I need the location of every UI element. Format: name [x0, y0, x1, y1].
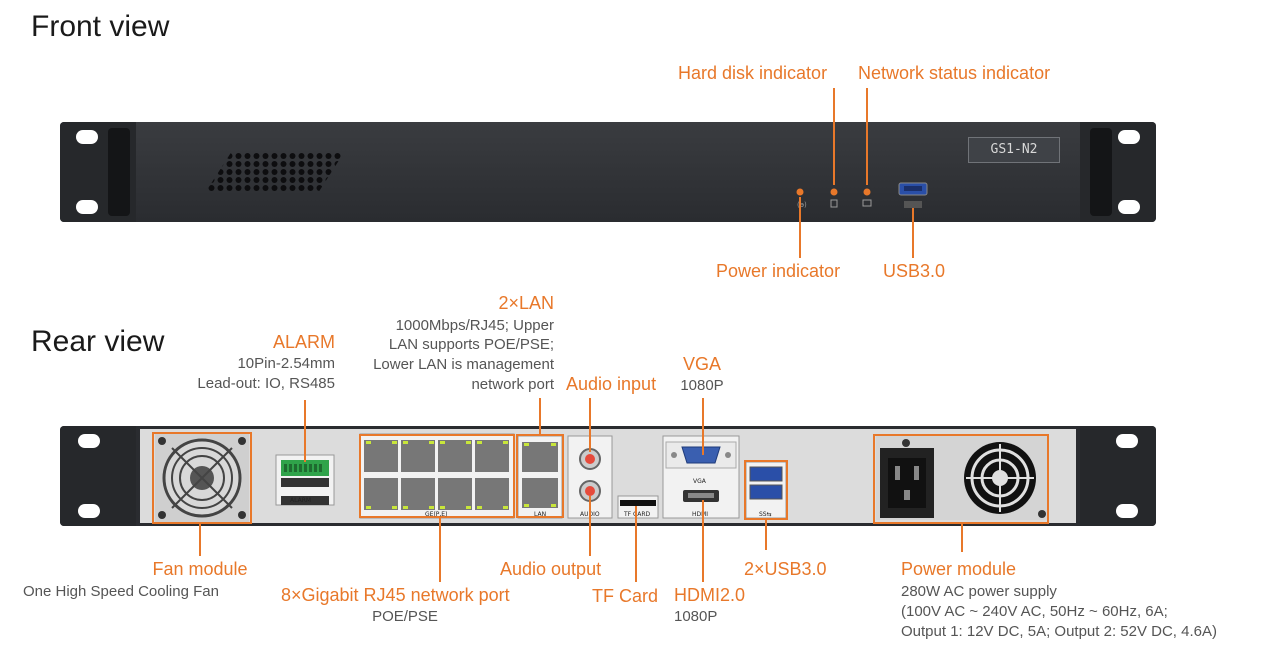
panel-text-hdmi: HDMI	[692, 511, 709, 518]
front-view-title: Front view	[31, 10, 170, 43]
usb-highlight	[744, 460, 788, 520]
panel-text-alarm: ALARM	[290, 497, 312, 504]
rj45-line-1: POE/PSE	[372, 608, 438, 625]
hard-disk-indicator-label: Hard disk indicator	[678, 63, 828, 83]
rear-right-ear	[1080, 426, 1156, 526]
power-indicator-label: Power indicator	[716, 261, 841, 281]
panel-text-ge: GE(P,E)	[425, 511, 448, 518]
panel-text-tf: TF CARD	[624, 511, 651, 518]
lan-line-4: network port	[471, 376, 554, 393]
panel-text-usb: SS⇆	[759, 511, 772, 518]
alarm-line-2: Lead-out: IO, RS485	[197, 375, 335, 392]
rear-usb-label: 2×USB3.0	[744, 559, 827, 579]
front-left-handle	[108, 128, 130, 216]
lan-line-2: LAN supports POE/PSE;	[388, 336, 554, 353]
power-module-line-2: (100V AC ~ 240V AC, 50Hz ~ 60Hz, 6A;	[901, 603, 1168, 620]
alarm-line-1: 10Pin-2.54mm	[237, 355, 335, 372]
fan-module-title: Fan module	[152, 559, 248, 579]
power-module-title: Power module	[901, 559, 1017, 579]
panel-text-lan: LAN	[534, 511, 547, 518]
power-module-line-3: Output 1: 12V DC, 5A; Output 2: 52V DC, …	[901, 623, 1217, 640]
alarm-title: ALARM	[272, 332, 335, 352]
fan-highlight	[152, 432, 252, 524]
front-usb-label: USB3.0	[883, 261, 946, 281]
rj45-highlight	[359, 434, 515, 518]
audio-output-label: Audio output	[500, 559, 602, 579]
power-highlight	[873, 434, 1049, 524]
svg-text:(ɵ): (ɵ)	[797, 201, 807, 209]
vga-title: VGA	[682, 354, 721, 374]
network-status-indicator-label: Network status indicator	[858, 63, 1051, 83]
rj45-title: 8×Gigabit RJ45 network port	[281, 585, 510, 605]
lan-line-3: Lower LAN is management	[373, 356, 554, 373]
hdmi-line-1: 1080P	[674, 608, 718, 625]
lan-title: 2×LAN	[498, 293, 554, 313]
hdmi-title: HDMI2.0	[674, 585, 746, 605]
model-plate: GS1-N2	[968, 137, 1060, 163]
fan-module-line-1: One High Speed Cooling Fan	[23, 583, 219, 600]
power-module-line-1: 280W AC power supply	[901, 583, 1057, 600]
vga-line-1: 1080P	[680, 377, 724, 394]
tf-card-label: TF Card	[592, 586, 659, 606]
rear-left-ear	[60, 426, 136, 526]
lan-line-1: 1000Mbps/RJ45; Upper	[395, 317, 554, 334]
audio-input-label: Audio input	[566, 374, 657, 394]
front-right-handle	[1090, 128, 1112, 216]
panel-text-vga: VGA	[693, 478, 706, 485]
rear-view-title: Rear view	[31, 325, 165, 358]
